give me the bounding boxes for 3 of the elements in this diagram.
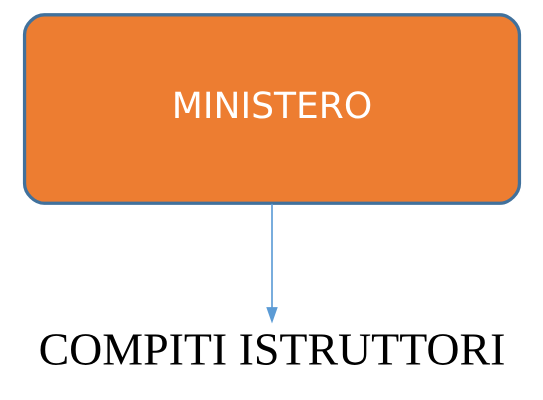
node-box: MINISTERO <box>22 13 521 205</box>
arrow <box>266 204 278 324</box>
node-text: COMPITI ISTRUTTORI <box>38 324 505 375</box>
